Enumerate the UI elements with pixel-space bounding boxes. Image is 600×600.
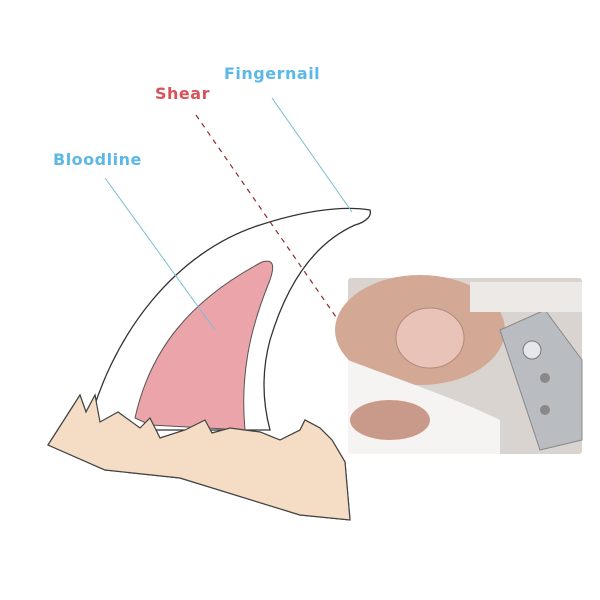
shear-line bbox=[195, 114, 346, 331]
bloodline-label: Bloodline bbox=[53, 150, 142, 169]
bloodline-quick bbox=[134, 260, 274, 431]
photo-nail-clipper-icon bbox=[335, 275, 583, 454]
fingernail-label: Fingernail bbox=[224, 64, 321, 83]
shear-label: Shear bbox=[155, 84, 210, 103]
fingernail-leader bbox=[271, 97, 353, 213]
bloodline-leader bbox=[104, 177, 216, 331]
